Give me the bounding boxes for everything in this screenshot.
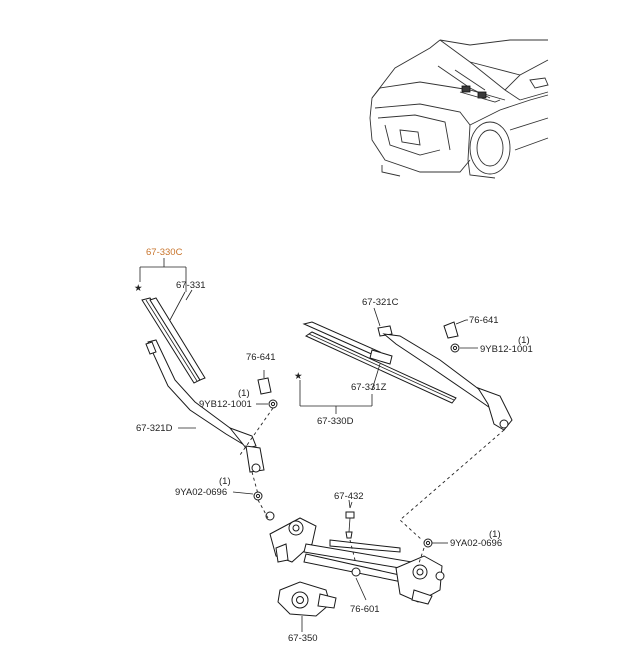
qty-right-top: (1): [518, 335, 530, 346]
star-marker-mid: ★: [294, 371, 303, 382]
label-76-641-right[interactable]: 76-641: [469, 315, 499, 326]
label-67-321D[interactable]: 67-321D: [136, 423, 173, 434]
part-labels: 67-330C 67-331 ★ 67-321C 76-641 (1) 9YB1…: [134, 247, 533, 644]
label-67-330C[interactable]: 67-330C: [146, 247, 183, 258]
label-9YA02-0696-right[interactable]: 9YA02-0696: [450, 538, 502, 549]
label-76-641-left[interactable]: 76-641: [246, 352, 276, 363]
vehicle-reference-illustration: [369, 39, 549, 179]
assembly-dashed-lines: [239, 407, 505, 567]
label-67-331[interactable]: 67-331: [176, 280, 206, 291]
right-blade-assembly: [299, 321, 513, 431]
label-67-350[interactable]: 67-350: [288, 633, 318, 644]
qty-left-top: (1): [238, 388, 250, 399]
qty-left-mid: (1): [219, 476, 231, 487]
left-blade-assembly: [139, 258, 265, 473]
label-67-331Z[interactable]: 67-331Z: [351, 382, 387, 393]
leader-lines: [178, 289, 478, 632]
label-67-330D[interactable]: 67-330D: [317, 416, 354, 427]
label-67-321C[interactable]: 67-321C: [362, 297, 399, 308]
qty-right-mid: (1): [489, 529, 501, 540]
label-9YB12-1001-left[interactable]: 9YB12-1001: [199, 399, 252, 410]
caps-and-nuts: [253, 319, 467, 548]
star-marker-left: ★: [134, 283, 143, 294]
label-9YA02-0696-left[interactable]: 9YA02-0696: [175, 487, 227, 498]
label-76-601[interactable]: 76-601: [350, 604, 380, 615]
label-9YB12-1001-right[interactable]: 9YB12-1001: [480, 344, 533, 355]
wiper-linkage-and-motor: [265, 511, 445, 628]
label-67-432[interactable]: 67-432: [334, 491, 364, 502]
